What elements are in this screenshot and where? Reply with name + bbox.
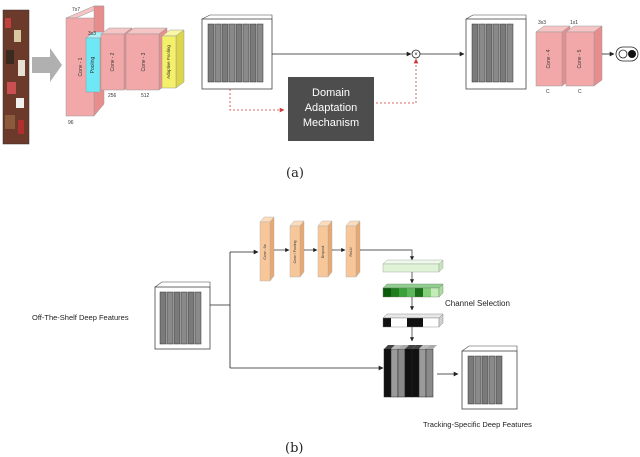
panel-a: Conv - 1 7x7 96 Pooling 3x3 Conv - 2 256…	[2, 5, 639, 181]
caption-a: (a)	[286, 166, 304, 181]
conv5-channels: C	[578, 89, 582, 95]
combine-symbol: ×	[414, 52, 418, 58]
domain-line3: Mechanism	[303, 117, 359, 129]
feature-stack-b-input	[154, 281, 211, 350]
branch-layer-1: Conv - 6a	[259, 216, 275, 282]
conv3-channels: 512	[141, 93, 150, 99]
conv1-label: Conv - 1	[78, 57, 84, 76]
conv4-block: Conv - 4 3x3 C	[535, 20, 571, 95]
branch-layer-2-label: Conv / Pooling	[293, 241, 297, 264]
domain-line2: Adaptation	[305, 102, 358, 114]
branch-layer-4-label: ReLU	[349, 247, 353, 256]
conv1-channels: 96	[68, 120, 74, 126]
conv5-label: Conv - 5	[577, 49, 583, 68]
domain-adaptation-box: Domain Adaptation Mechanism	[288, 77, 374, 141]
panel-b: Off-The-Shelf Deep Features Conv - 6a Co…	[32, 216, 532, 456]
dashed-from-domain	[376, 58, 419, 104]
branch-layer-1-label: Conv - 6a	[263, 244, 267, 259]
branch-layer-3-label: Dropout	[321, 246, 325, 258]
branch-layer-3: Dropout	[317, 220, 333, 278]
branch-layer-4: ReLU	[345, 220, 361, 278]
feature-stack-a-right	[465, 14, 527, 90]
conv3-label: Conv - 3	[141, 52, 147, 71]
input-features-label: Off-The-Shelf Deep Features	[32, 313, 129, 322]
domain-line1: Domain	[312, 87, 350, 99]
conv5-block: Conv - 5 1x1 C	[565, 20, 603, 95]
score-vector-bar	[382, 259, 444, 273]
pooling-label: Pooling	[90, 56, 96, 73]
combine-node: ×	[411, 49, 421, 59]
conv3-block: Conv - 3 512	[125, 27, 168, 99]
selection-mask-bar	[382, 313, 444, 328]
output-features-label: Tracking-Specific Deep Features	[423, 420, 532, 429]
input-image	[2, 9, 30, 145]
caption-b: (b)	[285, 441, 303, 456]
conv2-label: Conv - 2	[110, 52, 116, 71]
conv1-kernel: 7x7	[72, 7, 80, 13]
adaptive-pooling-block: Adaptive Pooling	[161, 29, 185, 89]
masked-feature-stack	[383, 345, 437, 398]
conv5-kernel: 1x1	[570, 20, 578, 26]
branch-layer-2: Conv / Pooling	[289, 220, 305, 278]
conv4-label: Conv - 4	[546, 49, 552, 68]
output-node-icon	[615, 46, 639, 62]
conv4-kernel: 3x3	[538, 20, 546, 26]
feature-stack-a-left	[201, 14, 273, 90]
dashed-to-domain	[229, 89, 285, 113]
pooling-kernel: 3x3	[88, 31, 96, 37]
input-arrow	[32, 48, 62, 82]
conv2-channels: 256	[108, 93, 117, 99]
channel-selection-label: Channel Selection	[445, 299, 510, 308]
branch-to-selection	[360, 249, 415, 261]
feature-stack-b-output	[461, 345, 518, 410]
adaptive-pooling-label: Adaptive Pooling	[166, 45, 171, 79]
channel-selection-bar	[382, 283, 444, 298]
conv4-channels: C	[546, 89, 550, 95]
